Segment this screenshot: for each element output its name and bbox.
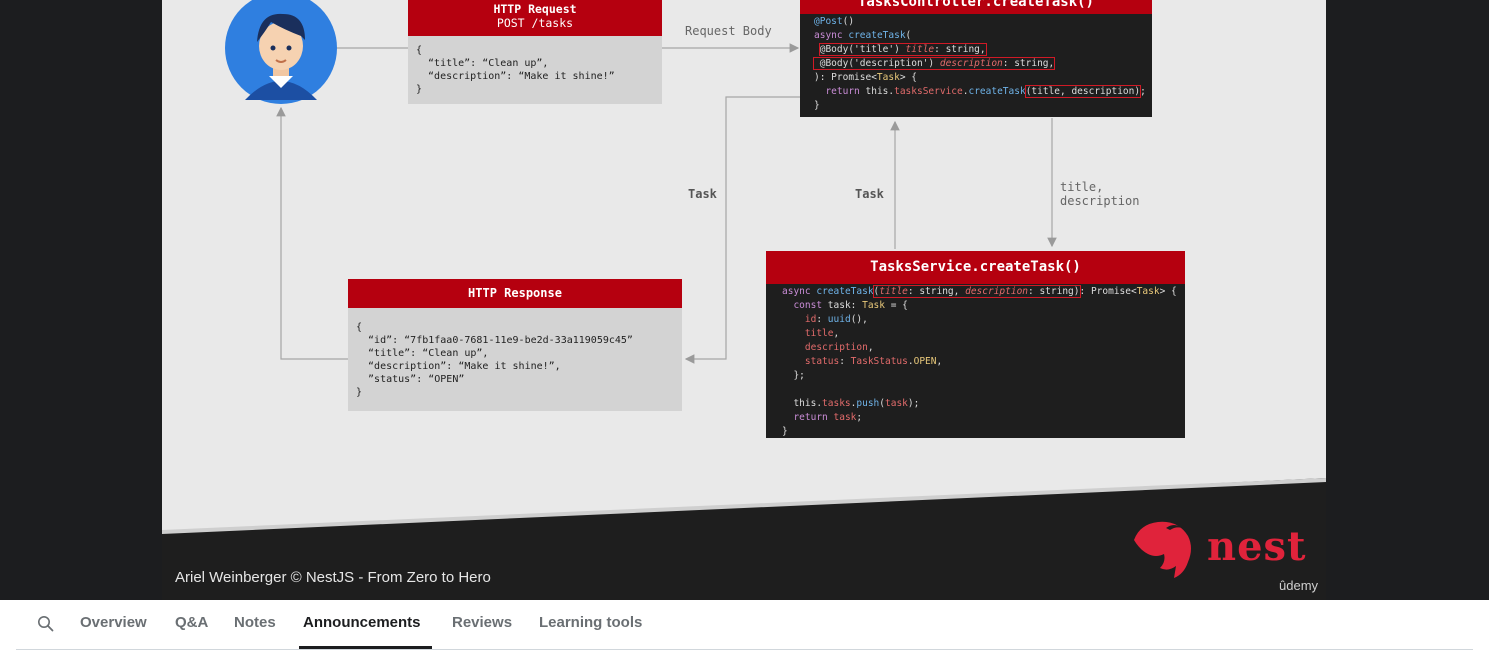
tab-qa[interactable]: Q&A — [175, 614, 209, 631]
http-response-body: { “id”: “7fb1faa0-7681-11e9-be2d-33a1190… — [348, 308, 682, 411]
service-title: TasksService.createTask() — [870, 259, 1081, 275]
user-avatar-icon — [225, 0, 337, 104]
controller-header: TasksController.createTask() — [800, 0, 1152, 14]
label-title-desc-1: title, — [1060, 180, 1104, 194]
udemy-logo: ûdemy — [1279, 578, 1319, 593]
diagram-connectors — [162, 43, 1326, 600]
tab-learning-tools[interactable]: Learning tools — [539, 614, 643, 631]
http-response-title: HTTP Response — [468, 286, 562, 300]
http-response-header: HTTP Response — [348, 279, 682, 308]
course-tabs-bar — [0, 600, 1489, 655]
controller-title: TasksController.createTask() — [857, 0, 1094, 10]
service-code: async createTask(title: string, descript… — [766, 284, 1185, 438]
slide-credit: Ariel Weinberger © NestJS - From Zero to… — [175, 569, 491, 586]
nest-logo-word: nest — [1207, 523, 1307, 570]
label-title-desc-2: description — [1060, 194, 1140, 208]
http-request-header: HTTP Request POST /tasks — [408, 0, 662, 36]
http-request-body: { “title”: “Clean up”, “description”: “M… — [408, 36, 662, 104]
tab-announcements[interactable]: Announcements — [303, 614, 421, 631]
label-task-left: Task — [688, 187, 717, 201]
tab-overview[interactable]: Overview — [80, 614, 147, 631]
service-header: TasksService.createTask() — [766, 251, 1185, 284]
controller-code: @Post() async createTask( @Body('title')… — [800, 14, 1152, 117]
label-request-body: Request Body — [685, 24, 772, 38]
search-icon[interactable] — [36, 614, 56, 634]
active-tab-indicator — [299, 646, 432, 649]
nest-logo-icon — [1134, 521, 1191, 578]
label-task-mid: Task — [855, 187, 884, 201]
tab-notes[interactable]: Notes — [234, 614, 276, 631]
http-request-title: HTTP Request — [493, 2, 577, 16]
lecture-slide: HTTP Request POST /tasks { “title”: “Cle… — [162, 0, 1326, 600]
tab-reviews[interactable]: Reviews — [452, 614, 513, 631]
tabs-divider — [16, 649, 1473, 650]
http-request-subtitle: POST /tasks — [496, 16, 574, 30]
video-player[interactable]: HTTP Request POST /tasks { “title”: “Cle… — [0, 0, 1489, 600]
